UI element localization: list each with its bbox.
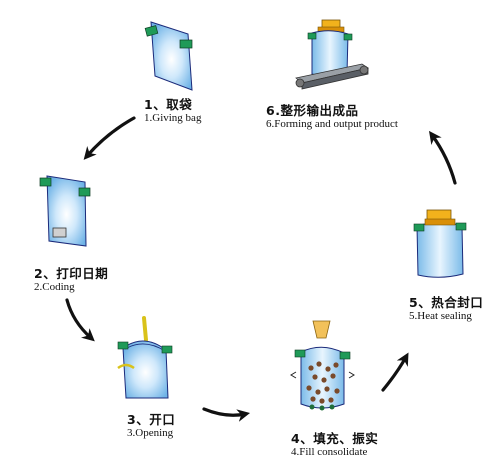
clip-icon bbox=[78, 187, 91, 197]
step5-sealing-icon bbox=[413, 209, 467, 278]
step4-label: 4、填充、振实 4.Fill consolidate bbox=[291, 431, 379, 459]
step3-label: 3、开口 3.Opening bbox=[127, 412, 176, 440]
arrow-icon bbox=[65, 298, 95, 342]
step3-title-zh: 3、开口 bbox=[127, 412, 176, 427]
flow-arrows bbox=[65, 116, 457, 422]
clip-icon bbox=[307, 32, 317, 40]
clip-icon bbox=[413, 223, 425, 232]
arrow-icon bbox=[428, 130, 457, 185]
step2-label: 2、打印日期 2.Coding bbox=[34, 266, 109, 294]
step1-title-en: 1.Giving bag bbox=[144, 112, 202, 125]
nozzle-icon bbox=[312, 320, 331, 339]
date-stamp-icon bbox=[52, 227, 67, 238]
step6-label: 6.整形输出成品 6.Forming and output product bbox=[266, 103, 398, 131]
step1-bag-icon bbox=[144, 21, 193, 91]
step3-opening-icon bbox=[117, 316, 173, 399]
arrow-icon bbox=[202, 407, 251, 422]
clip-icon bbox=[455, 222, 467, 231]
step4-fill-icon bbox=[290, 320, 355, 411]
vibration-icon bbox=[290, 371, 297, 379]
clip-icon bbox=[179, 39, 193, 49]
step1-title-zh: 1、取袋 bbox=[144, 97, 193, 112]
step5-title-zh: 5、热合封口 bbox=[409, 295, 484, 310]
step4-title-zh: 4、填充、振实 bbox=[291, 431, 379, 446]
step6-title-zh: 6.整形输出成品 bbox=[266, 103, 359, 118]
step2-title-en: 2.Coding bbox=[34, 281, 75, 294]
step2-bag-icon bbox=[39, 175, 91, 247]
step2-title-zh: 2、打印日期 bbox=[34, 266, 109, 281]
clip-icon bbox=[161, 345, 173, 354]
step5-title-en: 5.Heat sealing bbox=[409, 310, 472, 323]
clip-icon bbox=[343, 33, 353, 41]
step1-label: 1、取袋 1.Giving bag bbox=[144, 97, 202, 125]
vibration-icon bbox=[348, 371, 355, 379]
step5-label: 5、热合封口 5.Heat sealing bbox=[409, 295, 484, 323]
step4-title-en: 4.Fill consolidate bbox=[291, 446, 368, 459]
heat-seal-bar-icon bbox=[426, 209, 452, 221]
clip-icon bbox=[339, 351, 351, 360]
granules-icon bbox=[306, 361, 340, 404]
clip-icon bbox=[39, 177, 52, 187]
clip-icon bbox=[117, 341, 129, 350]
clip-icon bbox=[144, 25, 159, 37]
gripper-icon bbox=[117, 363, 135, 370]
step3-title-en: 3.Opening bbox=[127, 427, 174, 440]
arrow-icon bbox=[83, 116, 136, 160]
step6-output-icon bbox=[295, 19, 369, 90]
arrow-icon bbox=[381, 352, 409, 392]
conveyor-icon bbox=[295, 63, 369, 90]
suction-rod-icon bbox=[142, 316, 148, 342]
clip-icon bbox=[294, 349, 306, 358]
step6-title-en: 6.Forming and output product bbox=[266, 118, 398, 131]
